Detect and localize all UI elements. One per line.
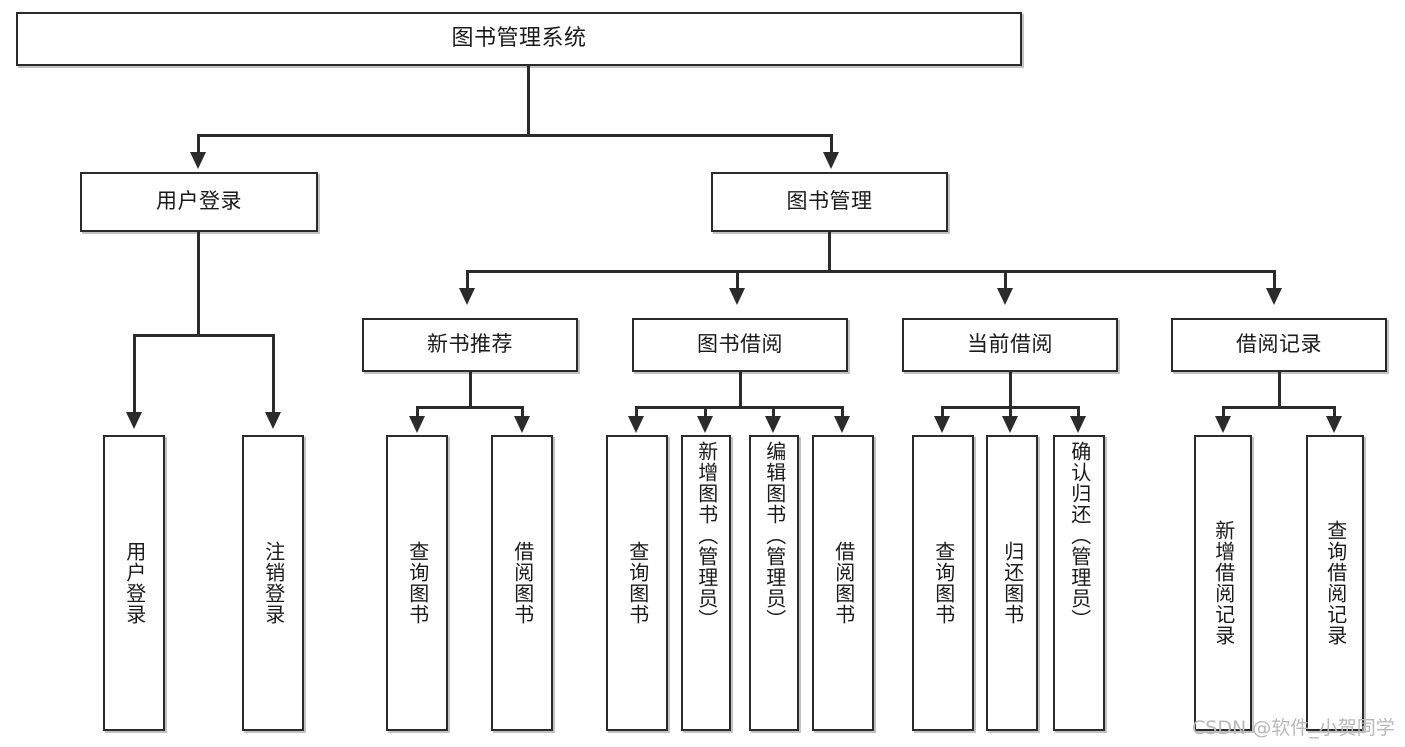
connector-root-bus [197, 134, 833, 137]
node-label: 借阅图书 [831, 541, 856, 625]
connector-root-stem [527, 66, 530, 136]
node-label: 查询图书 [931, 541, 956, 625]
node-book-management[interactable]: 图书管理 [711, 172, 948, 232]
arrowhead-to-user-login [190, 152, 206, 169]
connector-bm-to-borrow-record [1273, 270, 1276, 292]
arrowhead-user-login-leaf-1 [126, 412, 142, 429]
connector-br-to-leaf-1 [1222, 406, 1225, 420]
connector-root-to-book-management [830, 134, 833, 156]
node-leaf-borrow-book-bb[interactable]: 借阅图书 [812, 435, 874, 731]
connector-bm-to-current-borrow [1004, 270, 1007, 292]
arrowhead-nbr-leaf-2 [514, 416, 530, 433]
node-book-borrow[interactable]: 图书借阅 [632, 318, 848, 372]
connector-bb-to-leaf-3 [772, 406, 775, 420]
connector-nbr-to-leaf-2 [521, 406, 524, 420]
connector-br-to-leaf-2 [1333, 406, 1336, 420]
connector-bb-bus [635, 406, 844, 409]
arrowhead-br-leaf-1 [1215, 416, 1231, 433]
arrowhead-bm-book-borrow [729, 288, 745, 305]
connector-bb-to-leaf-4 [841, 406, 844, 420]
node-label: 借阅记录 [1236, 332, 1322, 357]
arrowhead-bm-new-book [459, 288, 475, 305]
arrowhead-to-book-management [823, 152, 839, 169]
node-label: 用户登录 [122, 541, 147, 625]
node-label: 确认归还（管理员） [1067, 441, 1092, 630]
node-label: 图书管理系统 [451, 25, 587, 51]
node-label: 新增图书（管理员） [694, 441, 719, 630]
node-leaf-query-book-nbr[interactable]: 查询图书 [386, 435, 448, 731]
connector-cb-to-leaf-2 [1009, 406, 1012, 420]
node-label: 用户登录 [156, 189, 242, 214]
node-label: 查询借阅记录 [1323, 520, 1348, 646]
node-label: 新书推荐 [427, 332, 513, 357]
connector-user-login-bus [133, 334, 275, 337]
arrowhead-bm-current-borrow [997, 288, 1013, 305]
node-leaf-query-book-bb[interactable]: 查询图书 [606, 435, 668, 731]
node-label: 查询图书 [405, 541, 430, 625]
node-leaf-user-login[interactable]: 用户登录 [103, 435, 165, 731]
node-label: 图书管理 [786, 189, 873, 214]
watermark-csdn: CSDN @软件_小贺同学 [1192, 717, 1395, 739]
arrowhead-bb-leaf-1 [628, 416, 644, 433]
arrowhead-bb-leaf-4 [834, 416, 850, 433]
connector-nbr-bus [416, 406, 524, 409]
connector-root-to-user-login [197, 134, 200, 156]
arrowhead-bb-leaf-2 [697, 416, 713, 433]
node-user-login[interactable]: 用户登录 [80, 172, 318, 232]
node-borrow-record[interactable]: 借阅记录 [1171, 318, 1387, 372]
node-leaf-return-book[interactable]: 归还图书 [986, 435, 1038, 731]
arrowhead-cb-leaf-1 [934, 416, 950, 433]
node-leaf-query-book-cb[interactable]: 查询图书 [912, 435, 974, 731]
node-leaf-query-borrow-record[interactable]: 查询借阅记录 [1306, 435, 1364, 731]
connector-bm-to-new-book [466, 270, 469, 292]
arrowhead-user-login-leaf-2 [265, 412, 281, 429]
arrowhead-br-leaf-2 [1326, 416, 1342, 433]
connector-bm-to-book-borrow [736, 270, 739, 292]
node-leaf-add-borrow-record[interactable]: 新增借阅记录 [1194, 435, 1252, 731]
connector-book-management-stem [828, 232, 831, 272]
arrowhead-nbr-leaf-1 [409, 416, 425, 433]
arrowhead-cb-leaf-3 [1070, 416, 1086, 433]
node-leaf-edit-book-admin[interactable]: 编辑图书（管理员） [749, 435, 799, 731]
connector-br-bus [1222, 406, 1336, 409]
node-label: 新增借阅记录 [1211, 520, 1236, 646]
node-label: 当前借阅 [967, 332, 1053, 357]
connector-cb-to-leaf-1 [941, 406, 944, 420]
connector-nbr-stem [469, 372, 472, 408]
connector-bb-stem [739, 372, 742, 408]
connector-user-login-to-leaf-1 [133, 334, 136, 416]
connector-nbr-to-leaf-1 [416, 406, 419, 420]
connector-bb-to-leaf-1 [635, 406, 638, 420]
connector-br-stem [1278, 372, 1281, 408]
connector-user-login-stem [197, 232, 200, 336]
node-label: 编辑图书（管理员） [762, 441, 787, 630]
node-label: 注销登录 [261, 541, 286, 625]
node-current-borrow[interactable]: 当前借阅 [902, 318, 1118, 372]
node-label: 借阅图书 [510, 541, 535, 625]
arrowhead-bm-borrow-record [1266, 288, 1282, 305]
arrowhead-bb-leaf-3 [765, 416, 781, 433]
node-leaf-logout[interactable]: 注销登录 [242, 435, 304, 731]
connector-cb-to-leaf-3 [1077, 406, 1080, 420]
connector-book-management-bus [466, 270, 1276, 273]
node-leaf-add-book-admin[interactable]: 新增图书（管理员） [681, 435, 731, 731]
node-root-book-management-system[interactable]: 图书管理系统 [16, 12, 1022, 66]
node-leaf-borrow-book-nbr[interactable]: 借阅图书 [491, 435, 553, 731]
node-label: 图书借阅 [697, 332, 783, 357]
node-new-book-recommend[interactable]: 新书推荐 [362, 318, 578, 372]
arrowhead-cb-leaf-2 [1002, 416, 1018, 433]
node-label: 查询图书 [625, 541, 650, 625]
connector-cb-stem [1009, 372, 1012, 408]
node-label: 归还图书 [1000, 541, 1025, 625]
connector-user-login-to-leaf-2 [272, 334, 275, 416]
node-leaf-confirm-return-admin[interactable]: 确认归还（管理员） [1053, 435, 1105, 731]
connector-bb-to-leaf-2 [704, 406, 707, 420]
